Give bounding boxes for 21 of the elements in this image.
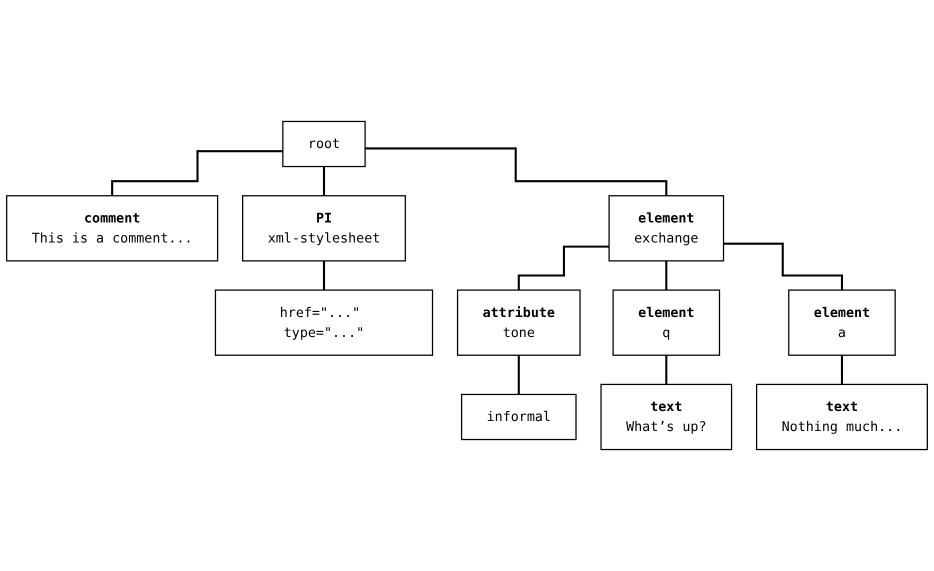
node-box: root	[282, 120, 366, 168]
connector	[724, 242, 843, 292]
node-box: informal	[460, 394, 577, 440]
connector	[665, 354, 668, 386]
connector	[840, 354, 843, 386]
connector	[322, 166, 326, 197]
node-box: href="..." type="..."	[214, 289, 434, 356]
connector	[665, 260, 668, 292]
node-box: comment This is a comment...	[6, 195, 218, 262]
node-box: text What’s up?	[600, 384, 732, 450]
connector	[322, 260, 326, 292]
connector	[365, 147, 668, 197]
connector	[111, 150, 283, 197]
node-box: element a	[788, 289, 896, 356]
connector	[518, 246, 610, 292]
node-box: text Nothing much...	[756, 384, 928, 450]
node-box: attribute tone	[456, 289, 581, 356]
connector	[518, 354, 520, 396]
node-box: PI xml-stylesheet	[242, 195, 406, 262]
node-box: element exchange	[608, 195, 724, 262]
node-box: element q	[612, 289, 720, 356]
